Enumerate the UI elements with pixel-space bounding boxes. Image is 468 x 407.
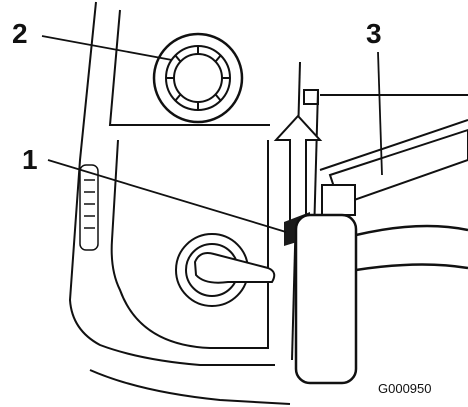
round-knob [152, 32, 244, 124]
callout-2: 2 [12, 18, 28, 49]
leader-line-2 [41, 35, 173, 61]
callout-3: 3 [366, 18, 382, 49]
figure-code: G000950 [378, 381, 432, 396]
callout-1: 1 [22, 144, 38, 175]
grab-bar [319, 94, 468, 216]
vent-slot [79, 164, 99, 251]
leader-line-3 [377, 51, 383, 176]
side-panel [68, 1, 291, 405]
handle-grip [294, 213, 468, 385]
lever-handle [175, 233, 276, 307]
leader-line-1 [47, 159, 287, 233]
leader-lines [41, 35, 383, 233]
